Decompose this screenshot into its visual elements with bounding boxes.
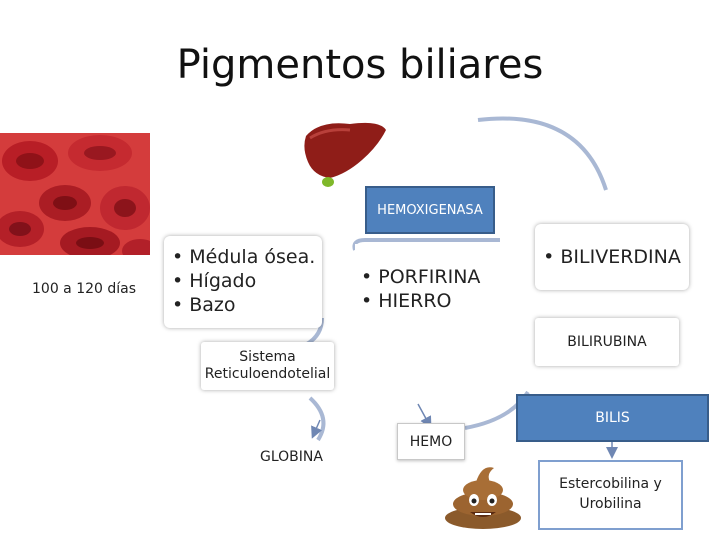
bile-box: BILIS bbox=[516, 394, 709, 442]
final-products-label: Estercobilina y Urobilina bbox=[559, 476, 662, 512]
bilirubin-box: BILIRUBINA bbox=[535, 318, 679, 366]
organ-item: Médula ósea. bbox=[172, 246, 315, 270]
heme-products-box: PORFIRINA HIERRO bbox=[355, 244, 515, 336]
red-blood-cells-image bbox=[0, 133, 150, 255]
heme-product-item: HIERRO bbox=[361, 290, 480, 314]
arc-system-to-globina bbox=[308, 396, 326, 442]
heme-product-item: PORFIRINA bbox=[361, 266, 480, 290]
enzyme-label: HEMOXIGENASA bbox=[377, 202, 483, 218]
arc-heme-loop bbox=[352, 238, 500, 251]
system-box: Sistema Reticuloendotelial bbox=[201, 342, 334, 390]
enzyme-box: HEMOXIGENASA bbox=[365, 186, 495, 234]
system-label: Sistema Reticuloendotelial bbox=[204, 349, 331, 382]
arrow-to-globina bbox=[311, 419, 323, 439]
liver-image bbox=[304, 122, 386, 187]
arc-liver-to-hemoxigenasa bbox=[477, 116, 608, 191]
organ-item: Hígado bbox=[172, 270, 315, 294]
globin-label: GLOBINA bbox=[260, 449, 323, 465]
biliverdin-box: • BILIVERDINA bbox=[535, 224, 689, 290]
biliverdin-label: BILIVERDINA bbox=[560, 246, 681, 268]
heme-box: HEMO bbox=[397, 423, 465, 460]
stool-icon bbox=[445, 467, 521, 529]
rbc-lifespan-label: 100 a 120 días bbox=[32, 281, 137, 297]
final-products-box: Estercobilina y Urobilina bbox=[538, 460, 683, 530]
organs-box: Médula ósea. Hígado Bazo bbox=[164, 236, 322, 328]
heme-label: HEMO bbox=[409, 433, 453, 450]
page-title: Pigmentos biliares bbox=[176, 42, 544, 88]
organ-item: Bazo bbox=[172, 294, 315, 318]
bilirubin-label: BILIRUBINA bbox=[567, 334, 647, 350]
bile-label: BILIS bbox=[595, 410, 630, 426]
arrow-to-hemo bbox=[417, 403, 432, 429]
